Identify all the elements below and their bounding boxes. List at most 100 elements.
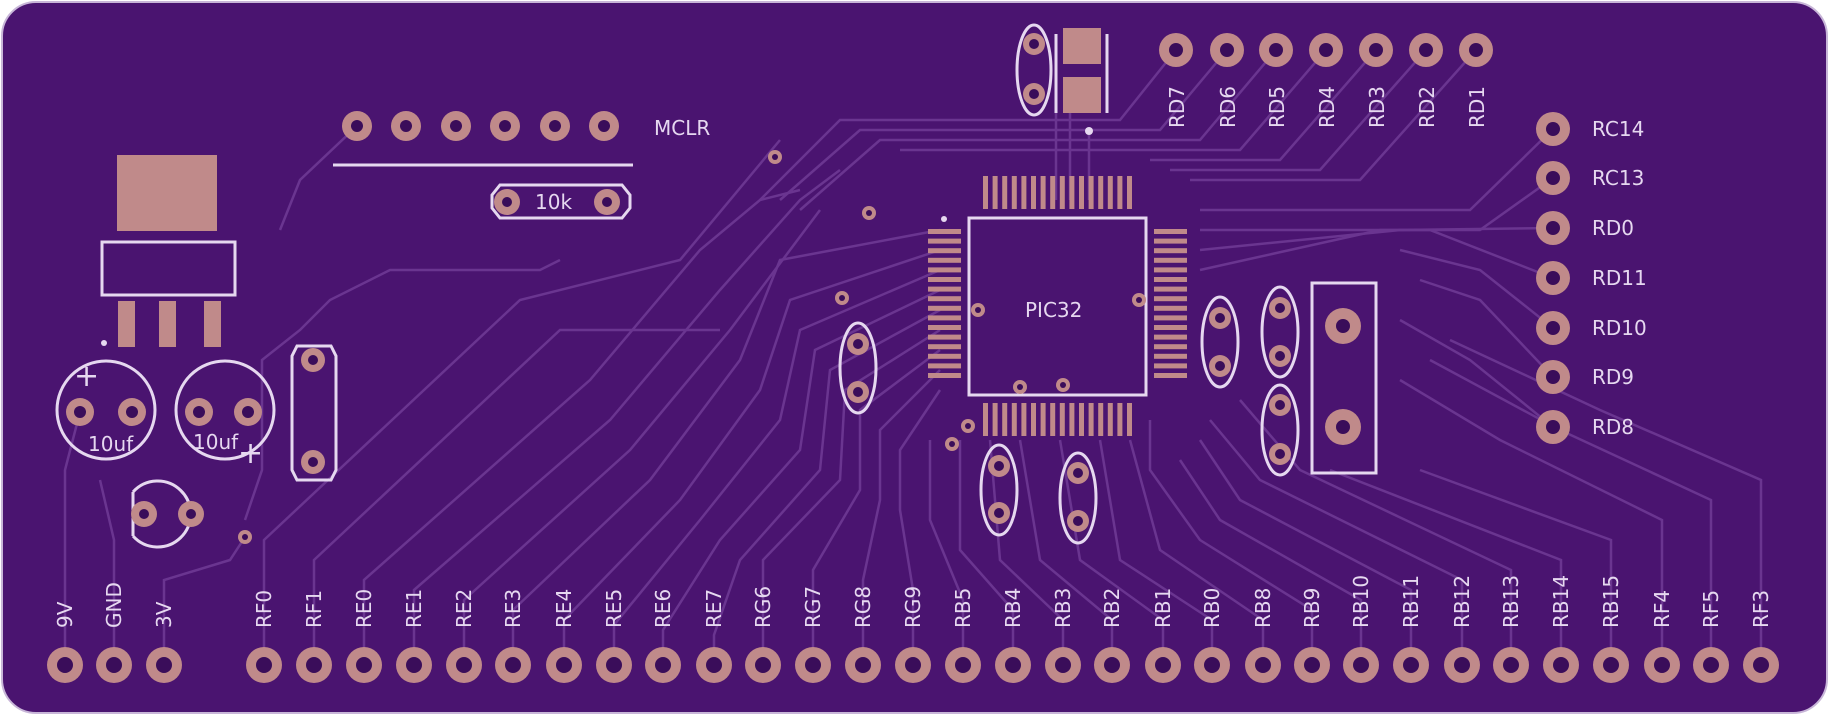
mclr-header-pin: [342, 111, 372, 141]
header-pin-rd7: [1159, 33, 1193, 67]
resistor-10k: 10k: [490, 183, 632, 220]
pin-label-rf3: RF3: [1749, 590, 1773, 628]
trace: [1449, 338, 1763, 665]
resistor-label: 10k: [535, 190, 572, 214]
trace: [98, 479, 116, 665]
trace: [1058, 439, 1165, 665]
pin-label-rb8: RB8: [1251, 588, 1275, 628]
header-pin-rd9: [1536, 360, 1570, 394]
trace: [1399, 248, 1554, 329]
pin-label-rg9: RG9: [901, 586, 925, 628]
mclr-header-pin: [589, 111, 619, 141]
trace: [63, 411, 82, 665]
trace: [712, 308, 941, 665]
trace: [362, 188, 801, 665]
pin-label-rg8: RG8: [851, 586, 875, 628]
header-pin-9v: [47, 647, 83, 683]
header-pin-rf4: [1644, 647, 1680, 683]
pin-label-rd10: RD10: [1592, 316, 1647, 340]
pin-label-rd4: RD4: [1315, 86, 1339, 128]
header-pin-rf3: [1743, 647, 1779, 683]
trace: [1419, 278, 1554, 378]
pin-label-re7: RE7: [702, 589, 726, 628]
trace: [1239, 399, 1513, 665]
trace: [1198, 439, 1413, 665]
pin-label-rc14: RC14: [1592, 117, 1644, 141]
trace: [312, 328, 720, 665]
header-pin-rb3: [1045, 647, 1081, 683]
header-pin-rg9: [895, 647, 931, 683]
trace: [1190, 49, 1477, 182]
header-pin-rb5: [945, 647, 981, 683]
header-pin-re2: [446, 647, 482, 683]
two-pin-component: [290, 344, 338, 482]
trace: [1178, 459, 1363, 665]
trace: [1170, 49, 1427, 172]
pic32-chip-outline: [967, 216, 1148, 397]
header-pin-rd4: [1309, 33, 1343, 67]
chip-pins: [928, 176, 1187, 436]
pin-label-rd3: RD3: [1365, 86, 1389, 128]
pin-label-rb9: RB9: [1300, 588, 1324, 628]
large-two-pin-part: [1310, 281, 1378, 475]
header-pin-rg6: [745, 647, 781, 683]
pin-label-rd5: RD5: [1265, 86, 1289, 128]
trace: [262, 139, 781, 665]
pin-label-rg6: RG6: [751, 586, 775, 628]
trace: [511, 228, 941, 665]
trace: [898, 389, 942, 665]
cap-right-lower: [1260, 383, 1300, 477]
pin-label-rd8: RD8: [1592, 415, 1634, 439]
header-pin-rb11: [1393, 647, 1429, 683]
header-pin-rg8: [845, 647, 881, 683]
trace: [1329, 468, 1563, 665]
trace: [661, 288, 941, 665]
pin-label-rd2: RD2: [1415, 86, 1439, 128]
header-pin-re3: [495, 647, 531, 683]
pin-label-rf4: RF4: [1650, 590, 1674, 628]
header-pin-rg7: [795, 647, 831, 683]
pin-label-re1: RE1: [402, 589, 426, 628]
trace: [811, 349, 941, 665]
pin-label-rb4: RB4: [1001, 588, 1025, 628]
header-pin-rb14: [1543, 647, 1579, 683]
header-pin-rc13: [1536, 161, 1570, 195]
capacitor-left: + 10uf: [55, 359, 157, 461]
trace: [1399, 378, 1664, 665]
chip-pin1-dot: [941, 216, 947, 222]
pin-label-re0: RE0: [352, 589, 376, 628]
pin-label-rb12: RB12: [1450, 575, 1474, 628]
header-pin-rf5: [1693, 647, 1729, 683]
trace: [412, 169, 841, 665]
header-pin-rf0: [246, 647, 282, 683]
trace: [1128, 439, 1265, 665]
pin-label-rb2: RB2: [1100, 588, 1124, 628]
regulator-pin-pad: [118, 301, 135, 347]
mclr-header: [342, 111, 619, 141]
pin-label-rb13: RB13: [1499, 575, 1523, 628]
cap-right-plus: +: [238, 436, 263, 471]
regulator-pin-pad: [204, 301, 221, 347]
mclr-label: MCLR: [654, 116, 710, 140]
trace: [612, 268, 941, 665]
cap-right-upper: [1260, 285, 1300, 379]
trace-layer: [63, 49, 1763, 665]
pin-label-rb3: RB3: [1051, 588, 1075, 628]
header-pin-rb12: [1444, 647, 1480, 683]
header-pin-rb8: [1245, 647, 1281, 683]
pin-label-rc13: RC13: [1592, 166, 1644, 190]
trace: [928, 440, 965, 665]
pin-label-rf0: RF0: [252, 590, 276, 628]
trace: [958, 440, 1015, 665]
pin-label-re4: RE4: [552, 589, 576, 628]
pin-label-rd6: RD6: [1216, 86, 1240, 128]
header-pin-rd0: [1536, 211, 1570, 245]
regulator-tab-pad: [117, 155, 217, 231]
cap-left-plus: +: [74, 359, 99, 394]
trace: [1419, 468, 1613, 665]
cap-chip-bottom-right: [1058, 451, 1098, 545]
trace: [243, 258, 561, 521]
pin-label-rd11: RD11: [1592, 266, 1647, 290]
